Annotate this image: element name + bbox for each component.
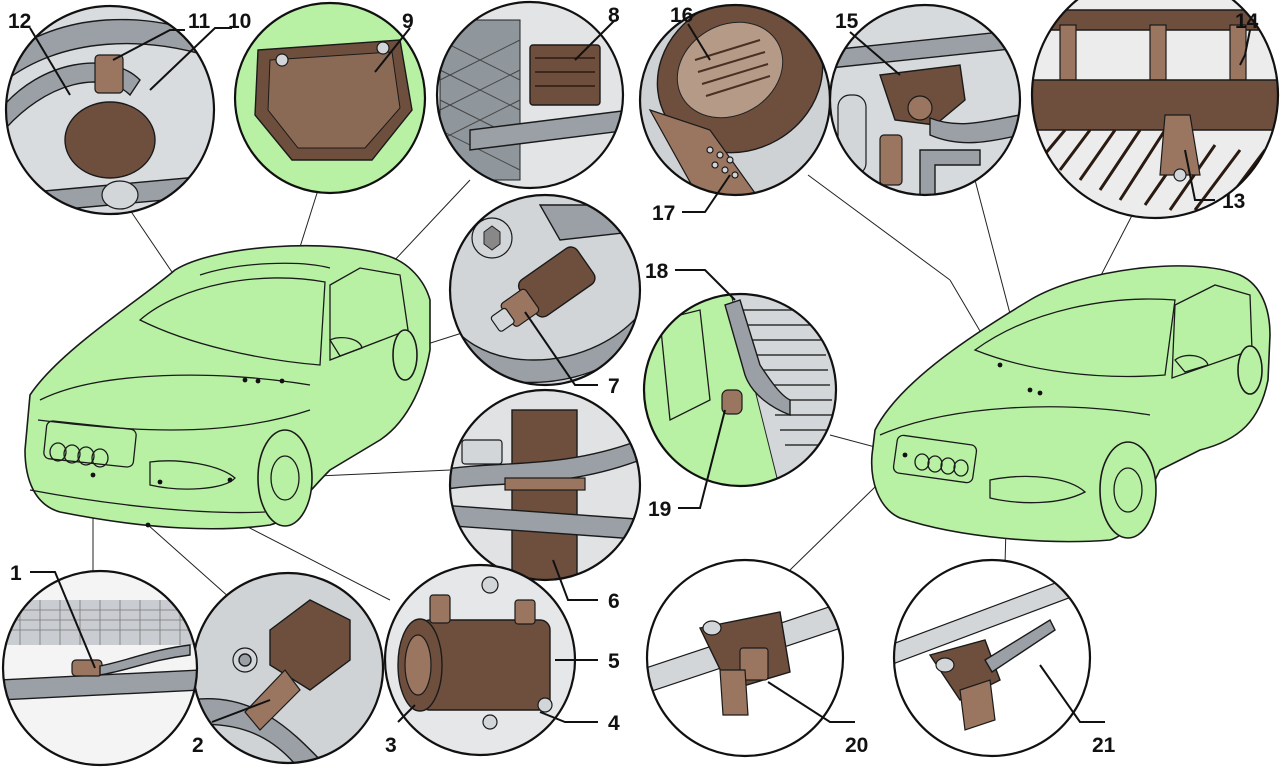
callout-numbers: 1 2 3 4 5 6 7 8 9 10 11 12 13 14 15 16 1… xyxy=(8,4,1259,757)
callout-14: 14 xyxy=(1235,10,1259,33)
detail-bubble-16 xyxy=(638,3,832,197)
callout-17: 17 xyxy=(652,202,675,225)
callout-21: 21 xyxy=(1092,734,1116,757)
callout-5: 5 xyxy=(608,650,620,673)
callout-12: 12 xyxy=(8,10,31,33)
callout-16: 16 xyxy=(670,4,693,27)
detail-bubble-20 xyxy=(645,558,845,758)
callout-3: 3 xyxy=(385,734,397,757)
detail-bubble-1 xyxy=(1,569,199,767)
car-left-illustration xyxy=(24,244,431,530)
callout-leaders xyxy=(29,19,1251,723)
callout-1: 1 xyxy=(10,562,22,585)
callout-13: 13 xyxy=(1222,190,1245,213)
detail-bubble-14 xyxy=(1030,0,1280,220)
detail-bubble-12 xyxy=(4,4,216,216)
detail-bubble-6 xyxy=(448,388,642,582)
callout-4: 4 xyxy=(608,712,620,735)
callout-11: 11 xyxy=(188,10,211,33)
detail-bubble-2 xyxy=(191,571,385,765)
detail-bubble-7 xyxy=(448,193,642,387)
callout-15: 15 xyxy=(835,10,859,33)
callout-10: 10 xyxy=(228,10,251,33)
callout-7: 7 xyxy=(608,375,620,398)
detail-bubble-8 xyxy=(435,0,625,190)
callout-2: 2 xyxy=(192,734,204,757)
detail-bubble-5 xyxy=(383,563,577,757)
detail-bubble-18 xyxy=(642,292,838,488)
detail-bubble-21 xyxy=(892,558,1092,758)
callout-8: 8 xyxy=(608,4,620,27)
callout-20: 20 xyxy=(845,734,868,757)
detail-bubble-9 xyxy=(233,1,427,195)
callout-6: 6 xyxy=(608,590,620,613)
callout-19: 19 xyxy=(648,498,671,521)
callout-9: 9 xyxy=(402,10,414,33)
car-right-illustration xyxy=(870,265,1271,543)
callout-18: 18 xyxy=(645,260,669,283)
